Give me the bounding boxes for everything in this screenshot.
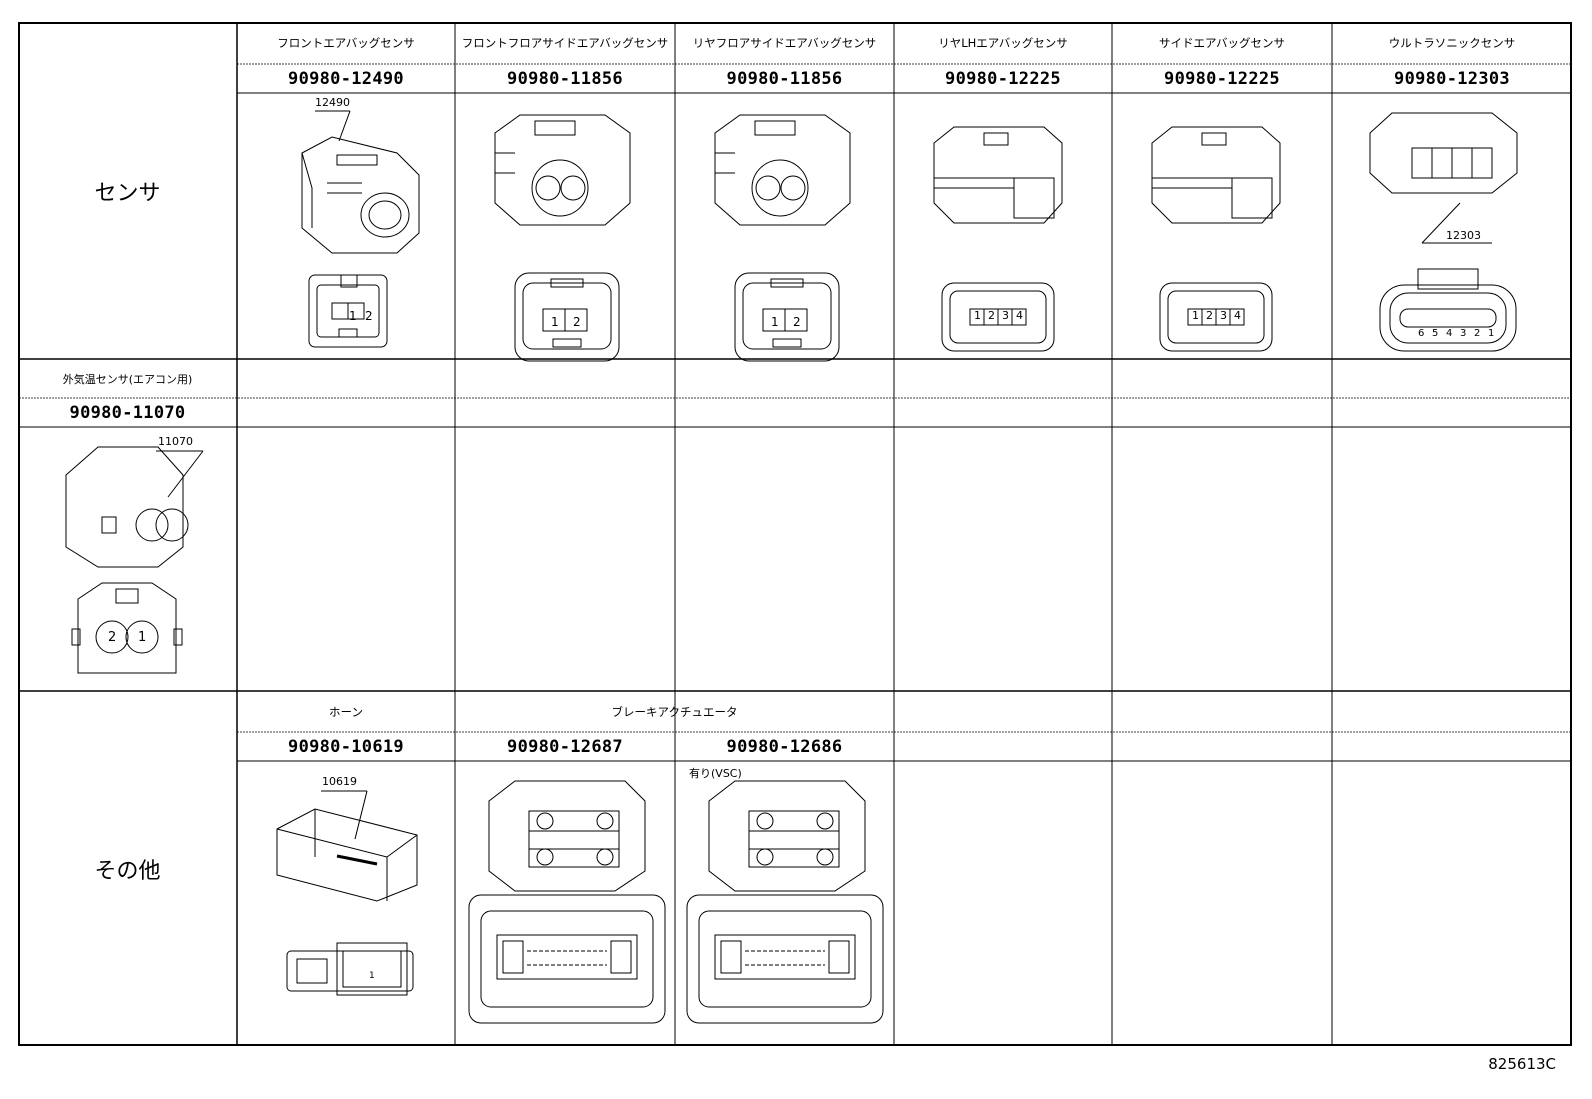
table-grid	[18, 22, 1572, 1046]
connector-face-drawing	[307, 271, 391, 351]
pin-label: 1	[369, 971, 375, 981]
connector-iso-drawing	[18, 427, 237, 691]
pin-label: 2	[988, 309, 995, 322]
pin-label: 2	[793, 315, 801, 329]
connector-iso-drawing	[675, 761, 894, 1047]
callout-label: 12490	[315, 96, 350, 109]
connector-iso-drawing	[237, 93, 455, 359]
pin-label: 3	[1220, 309, 1227, 322]
part-number-horn: 90980-10619	[288, 736, 404, 757]
callout-label: 12303	[1446, 229, 1481, 242]
pin-label: 1	[1488, 328, 1495, 339]
connector-drawing-12490: 12490 1 2	[237, 93, 455, 359]
part-number-6: 90980-12303	[1394, 68, 1510, 89]
col-header-6: ウルトラソニックセンサ	[1388, 36, 1516, 50]
pin-label: 1	[551, 315, 559, 329]
connector-drawing-12686: 有り(VSC)	[675, 761, 894, 1047]
connector-face-drawing	[685, 891, 885, 1026]
part-number-brake-1: 90980-12687	[507, 736, 623, 757]
pin-label: 3	[1002, 309, 1009, 322]
part-number-4: 90980-12225	[945, 68, 1061, 89]
connector-face-drawing	[513, 269, 623, 365]
connector-drawing-12303: 12303 6 5 4 3 2 1	[1332, 93, 1572, 359]
connector-drawing-11856-front: 1 2	[455, 93, 675, 359]
connector-iso-drawing	[1332, 93, 1572, 359]
pin-label: 1	[974, 309, 981, 322]
callout-label: 11070	[158, 435, 193, 448]
pin-label: 1	[349, 309, 357, 323]
section-label-other: その他	[94, 859, 161, 884]
connector-iso-drawing	[1112, 93, 1332, 359]
col-header-brake-actuator: ブレーキアクチュエータ	[611, 704, 738, 719]
connector-iso-drawing	[455, 93, 675, 359]
ambient-sensor-name: 外気温センサ(エアコン用)	[62, 372, 193, 386]
pin-label: 2	[365, 309, 373, 323]
pin-label: 2	[573, 315, 581, 329]
figure-code: 825613C	[1488, 1055, 1556, 1073]
connector-drawing-12687	[455, 761, 675, 1047]
connector-iso-drawing	[894, 93, 1112, 359]
connector-face-drawing	[733, 269, 843, 365]
pin-label: 2	[1206, 309, 1213, 322]
connector-iso-drawing	[237, 761, 455, 1047]
connector-drawing-12225-side: 1 2 3 4	[1112, 93, 1332, 359]
connector-drawing-10619: 10619 1	[237, 761, 455, 1047]
callout-label: 10619	[322, 775, 357, 788]
col-header-5: サイドエアバッグセンサ	[1158, 36, 1286, 50]
connector-drawing-11070: 11070 2 1	[18, 427, 237, 691]
pin-label: 5	[1432, 328, 1439, 339]
pin-label: 4	[1016, 309, 1023, 322]
section-label-sensor: センサ	[94, 180, 161, 206]
pin-label: 2	[1474, 328, 1481, 339]
connector-reference-sheet: センサ フロントエアバッグセンサ フロントフロアサイドエアバッグセンサ リヤフロ…	[18, 22, 1574, 1047]
pin-label: 3	[1460, 328, 1467, 339]
connector-face-drawing	[285, 939, 415, 999]
pin-label: 1	[1192, 309, 1199, 322]
connector-face-drawing	[1378, 265, 1518, 355]
pin-label: 1	[771, 315, 779, 329]
connector-iso-drawing	[675, 93, 894, 359]
part-number-5: 90980-12225	[1164, 68, 1280, 89]
connector-face-drawing	[72, 579, 182, 679]
pin-label: 1	[138, 630, 147, 645]
col-header-2: フロントフロアサイドエアバッグセンサ	[461, 36, 669, 50]
connector-iso-drawing	[455, 761, 675, 1047]
part-number-2: 90980-11856	[507, 68, 623, 89]
part-number-brake-2: 90980-12686	[726, 736, 843, 757]
pin-label: 6	[1418, 328, 1425, 339]
col-header-4: リヤLHエアバッグセンサ	[938, 36, 1068, 50]
ambient-sensor-part-number: 90980-11070	[69, 402, 186, 423]
variant-note: 有り(VSC)	[689, 767, 742, 780]
col-header-horn: ホーン	[329, 704, 363, 719]
connector-drawing-12225-rear: 1 2 3 4	[894, 93, 1112, 359]
pin-label: 4	[1234, 309, 1241, 322]
connector-drawing-11856-rear: 1 2	[675, 93, 894, 359]
col-header-3: リヤフロアサイドエアバッグセンサ	[692, 36, 877, 50]
connector-face-drawing	[467, 891, 667, 1026]
connector-face-drawing	[940, 279, 1058, 355]
pin-label: 2	[108, 630, 117, 645]
col-header-1: フロントエアバッグセンサ	[277, 36, 415, 50]
pin-label: 4	[1446, 328, 1453, 339]
part-number-1: 90980-12490	[288, 68, 404, 89]
part-number-3: 90980-11856	[726, 68, 843, 89]
connector-face-drawing	[1158, 279, 1276, 355]
